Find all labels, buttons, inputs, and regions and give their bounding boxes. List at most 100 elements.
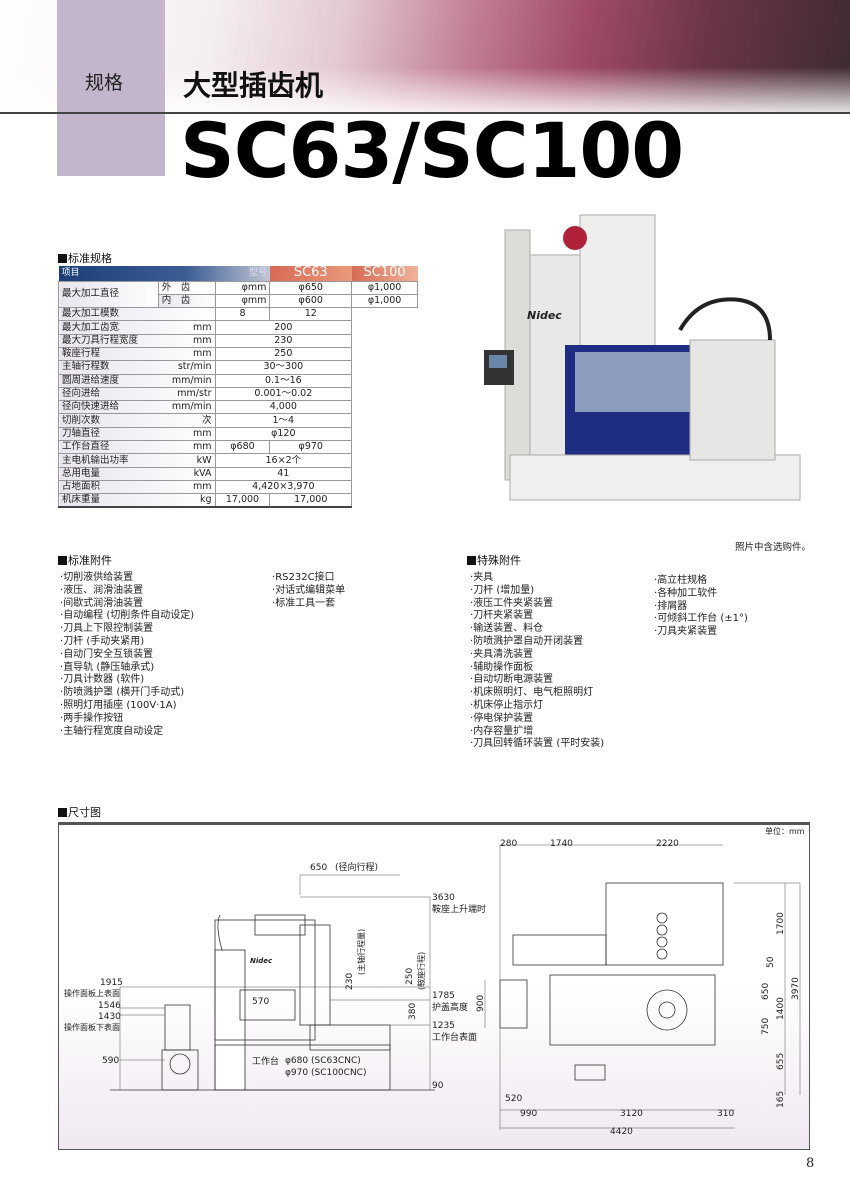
row-unit: 次 [202, 414, 212, 426]
dim-radial-stroke: 650 [310, 863, 327, 873]
list-item: 切削液供给装置 [60, 572, 194, 585]
list-item: 排屑器 [654, 601, 748, 614]
table-dia-sc100: φ970 (SC100CNC) [285, 1068, 366, 1078]
row-unit: str/min [177, 361, 212, 373]
table-dia-sc63: φ680 (SC63CNC) [285, 1056, 361, 1066]
row-label: 工作台直径 mm [58, 440, 216, 455]
list-item: 标准工具一套 [272, 598, 345, 611]
row-value: 16×2个 [214, 453, 353, 468]
dim-3120: 3120 [620, 1109, 643, 1119]
page-title: SC63/SC100 [180, 106, 684, 195]
row-value-sc100: φ1,000 [351, 293, 418, 309]
dim-1915-label: 操作面板上表面 [64, 988, 120, 998]
row-unit: mm [193, 441, 212, 453]
list-item: 各种加工软件 [654, 588, 748, 601]
dim-3970: 3970 [791, 977, 801, 1000]
list-item: 输送装置、料仓 [470, 623, 604, 636]
page-number: 8 [806, 1156, 815, 1171]
dim-990: 990 [520, 1109, 537, 1119]
row-unit: kg [200, 494, 212, 506]
row-value: 250 [214, 346, 353, 362]
row-label-text: 工作台直径 [62, 441, 110, 453]
row-value-sc63: φ650 [269, 280, 353, 295]
row-unit: mm [193, 321, 212, 333]
dim-1700: 1700 [776, 912, 786, 935]
row-unit: kW [196, 454, 212, 466]
dim-590: 590 [102, 1056, 119, 1066]
dim-90: 90 [432, 1081, 444, 1091]
row-label-text: 最大刀具行程宽度 [62, 334, 139, 346]
list-item: 停电保护装置 [470, 713, 604, 726]
row-label-text: 鞍座行程 [62, 348, 101, 360]
row-value-sc100: 17,000 [269, 493, 353, 509]
dim-165: 165 [776, 1091, 786, 1108]
row-unit: mm/str [177, 388, 212, 400]
row-value: φ120 [214, 426, 353, 442]
dim-1430-label: 操作面板下表面 [64, 1022, 120, 1032]
list-item: 高立柱规格 [654, 575, 748, 588]
row-value: 1～4 [214, 413, 353, 428]
row-label-text: 切削次数 [62, 414, 101, 426]
row-unit: mm/min [171, 401, 212, 413]
row-value: 4,000 [214, 400, 353, 415]
list-item: 直导轨 (静压轴承式) [60, 662, 194, 675]
row-value-sc63: φ680 [214, 440, 271, 455]
dim-750: 750 [761, 1018, 771, 1035]
section-tab-label: 规格 [85, 72, 124, 94]
row-label: 径向快速进给 mm/min [58, 400, 216, 415]
plan-view [499, 882, 724, 1081]
dimension-drawing: Nidec 650 (径向行程) 3630 鞍座上升端时 1915 操作面板上表… [64, 826, 805, 1137]
row-unit: kVA [193, 467, 212, 479]
list-item: 防喷溅护罩自动开闭装置 [470, 636, 604, 649]
row-label: 最大加工直径 [58, 280, 159, 309]
list-item: 刀杆 (手动夹紧用) [60, 636, 194, 649]
dimension-drawing-frame [58, 822, 810, 1150]
col-type-label: 型号 [248, 268, 267, 279]
row-label: 切削次数 次 [58, 413, 216, 428]
table-header-item: 项目 型号 [58, 266, 270, 281]
row-label-text: 径向进给 [62, 388, 101, 400]
dim-280: 280 [500, 839, 517, 849]
row-label: 最大加工模数 [58, 307, 216, 322]
dim-520: 520 [505, 1094, 522, 1104]
dim-655: 655 [776, 1053, 786, 1070]
special-accessories-list-1: 夹具刀杆 (增加量)液压工件夹紧装置刀杆夹紧装置输送装置、料仓防喷溅护罩自动开闭… [470, 572, 604, 751]
row-value-sc63: 17,000 [214, 493, 271, 509]
row-label-text: 总用电量 [62, 467, 101, 479]
photo-caption: 照片中含选购件。 [735, 542, 812, 553]
dim-380: 380 [408, 1003, 418, 1020]
dim-radial-stroke-label: (径向行程) [335, 861, 378, 873]
list-item: 刀杆 (增加量) [470, 585, 604, 598]
row-value: 200 [214, 320, 353, 335]
dim-900: 900 [476, 995, 486, 1012]
list-item: 自动切断电源装置 [470, 674, 604, 687]
list-item: 可倾斜工作台 (±1°) [654, 613, 748, 626]
row-value-sc100: 12 [269, 307, 353, 322]
col-sc63: SC63 [269, 266, 352, 281]
row-label-text: 径向快速进给 [62, 401, 120, 413]
list-item: 机床照明灯、电气柜照明灯 [470, 687, 604, 700]
list-item: 夹具清洗装置 [470, 649, 604, 662]
standard-accessories-list-2: RS232C接口对话式编辑菜单标准工具一套 [272, 572, 345, 610]
special-accessories-heading: 特殊附件 [467, 552, 521, 568]
dim-1915: 1915 [100, 978, 123, 988]
row-label-text: 圆周进给速度 [62, 374, 120, 386]
row-label-text: 刀轴直径 [62, 427, 101, 439]
machine-photo: Nidec [484, 214, 801, 501]
section-tab [57, 0, 165, 176]
row-sublabel: 内 齿 [157, 293, 216, 309]
row-label-text: 主电机输出功率 [62, 454, 129, 466]
col-item-label: 项目 [61, 268, 80, 279]
list-item: 照明灯用插座 (100V·1A) [60, 700, 194, 713]
dim-1430: 1430 [98, 1012, 121, 1022]
